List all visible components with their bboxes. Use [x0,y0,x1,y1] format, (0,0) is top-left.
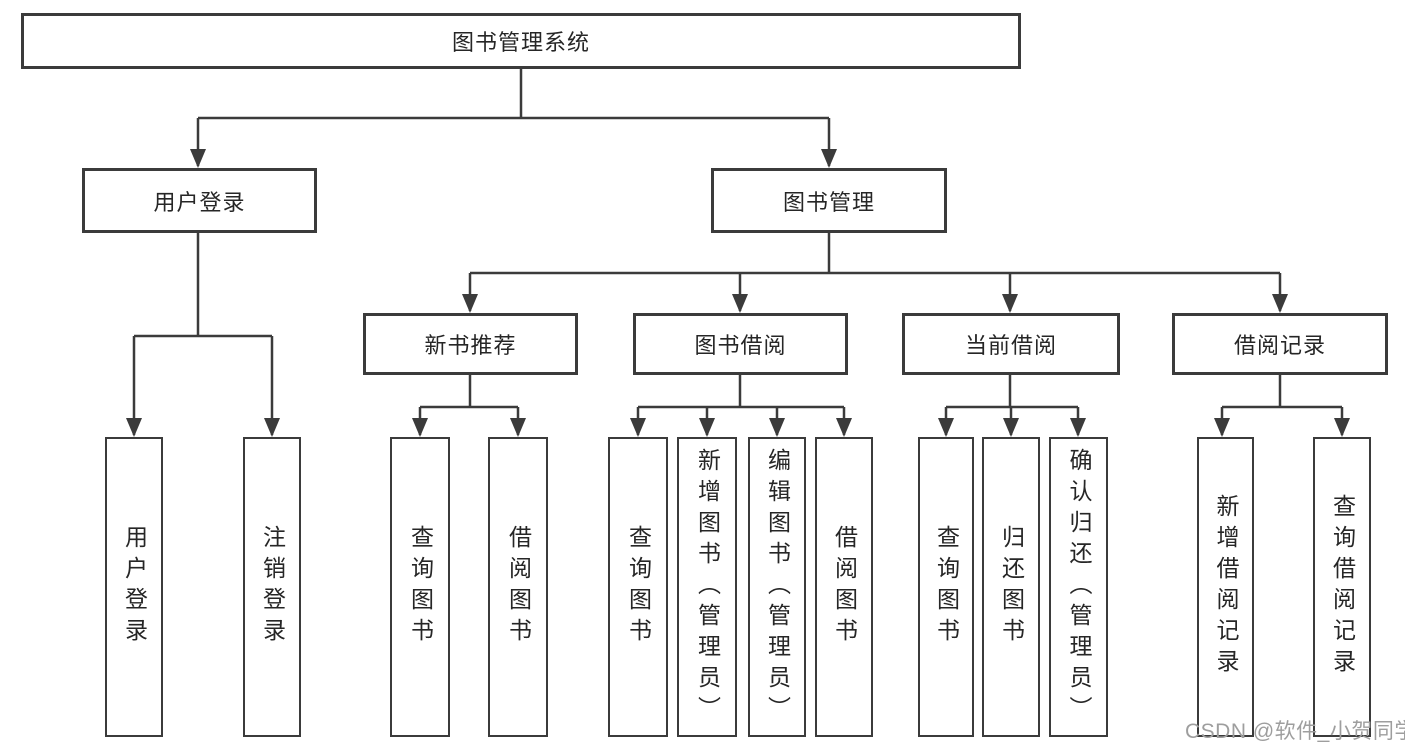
node-user-login: 用户登录 [82,168,317,233]
leaf-query-books-recommend: 查询图书 [390,437,450,737]
arrow-down-icon [126,418,142,437]
leaf-add-book-admin: 新增图书（管理员） [677,437,737,737]
arrow-down-icon [938,418,954,437]
node-book-management: 图书管理 [711,168,947,233]
leaf-query-borrow-record: 查询借阅记录 [1313,437,1371,737]
node-borrowing-records: 借阅记录 [1172,313,1388,375]
leaf-borrow-books-borrowing: 借阅图书 [815,437,873,737]
leaf-borrow-books-recommend: 借阅图书 [488,437,548,737]
arrow-down-icon [412,418,428,437]
node-current-borrowing: 当前借阅 [902,313,1120,375]
arrow-down-icon [1214,418,1230,437]
arrow-down-icon [264,418,280,437]
leaf-add-borrow-record: 新增借阅记录 [1197,437,1254,737]
leaf-user-login: 用户登录 [105,437,163,737]
arrow-down-icon [1272,294,1288,313]
arrow-down-icon [769,418,785,437]
leaf-query-books-current: 查询图书 [918,437,974,737]
arrow-down-icon [1070,418,1086,437]
node-new-book-recommendation: 新书推荐 [363,313,578,375]
node-library-management-system: 图书管理系统 [21,13,1021,69]
node-book-borrowing: 图书借阅 [633,313,848,375]
leaf-query-books-borrowing: 查询图书 [608,437,668,737]
arrow-down-icon [821,149,837,168]
leaf-edit-book-admin: 编辑图书（管理员） [748,437,806,737]
leaf-return-books: 归还图书 [982,437,1040,737]
arrow-down-icon [1334,418,1350,437]
arrow-down-icon [732,294,748,313]
arrow-down-icon [1002,294,1018,313]
watermark: CSDN @软件_小贺同学 [1185,720,1405,743]
arrow-down-icon [699,418,715,437]
arrow-down-icon [190,149,206,168]
arrow-down-icon [630,418,646,437]
arrow-down-icon [836,418,852,437]
arrow-down-icon [510,418,526,437]
leaf-confirm-return-admin: 确认归还（管理员） [1049,437,1108,737]
arrow-down-icon [462,294,478,313]
leaf-logout: 注销登录 [243,437,301,737]
arrow-down-icon [1003,418,1019,437]
